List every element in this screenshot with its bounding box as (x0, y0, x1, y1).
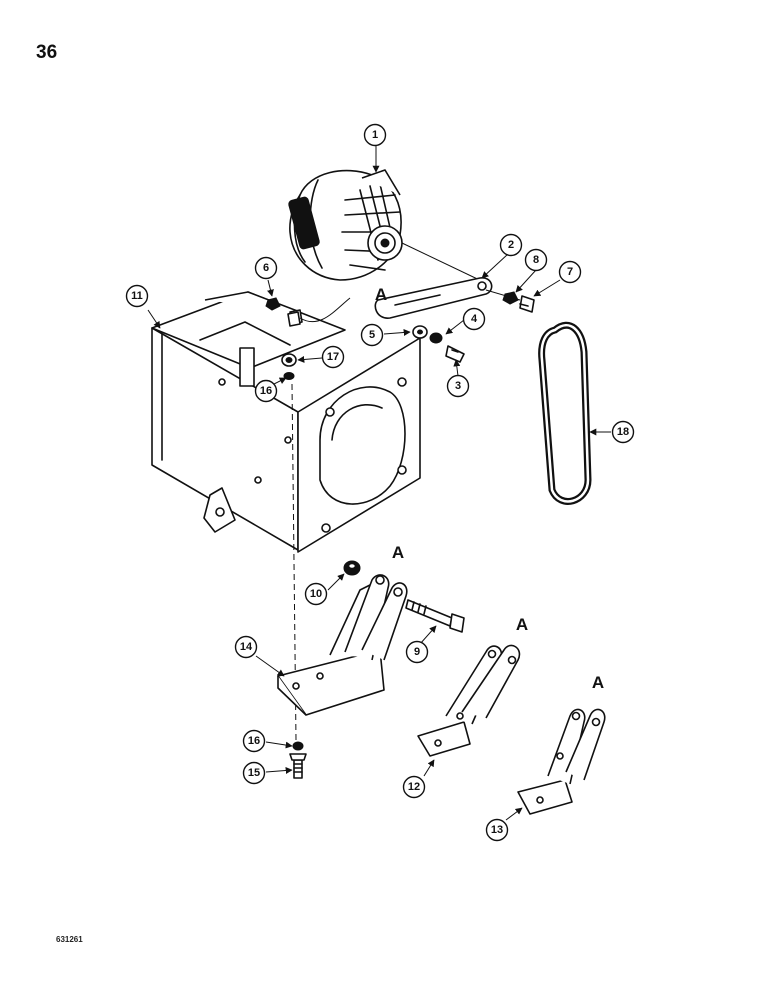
svg-text:14: 14 (240, 641, 253, 653)
svg-text:4: 4 (471, 313, 478, 325)
svg-text:6: 6 (263, 262, 269, 274)
callout-17: 17 (321, 345, 345, 369)
callout-6: 6 (254, 256, 278, 280)
svg-text:12: 12 (408, 781, 420, 793)
callout-7: 7 (558, 260, 582, 284)
ref-letter-a-bracket-14: A (392, 543, 404, 562)
svg-text:5: 5 (369, 329, 375, 341)
svg-text:7: 7 (567, 266, 573, 278)
callout-5: 5 (360, 323, 384, 347)
callout-11: 11 (125, 284, 149, 308)
svg-text:15: 15 (248, 767, 260, 779)
ref-letter-a-bracket-13: A (592, 673, 604, 692)
callout-2: 2 (499, 233, 523, 257)
svg-text:9: 9 (414, 646, 420, 658)
bracket-12 (417, 644, 521, 757)
callout-16-upper: 16 (254, 379, 278, 403)
capscrew-7 (519, 295, 535, 313)
drive-belt (538, 321, 592, 505)
callout-12: 12 (402, 775, 426, 799)
adjusting-strap (374, 277, 521, 319)
callout-13: 13 (485, 818, 509, 842)
svg-text:10: 10 (310, 588, 322, 600)
svg-text:16: 16 (248, 735, 260, 747)
page-number: 36 (36, 42, 58, 63)
svg-text:2: 2 (508, 239, 514, 251)
callout-8: 8 (524, 248, 548, 272)
svg-text:13: 13 (491, 824, 503, 836)
bracket-13 (517, 708, 606, 815)
callout-9: 9 (405, 640, 429, 664)
clip-A (287, 297, 351, 327)
callout-4: 4 (462, 307, 486, 331)
mounting-bracket (151, 291, 421, 553)
leader-lines (147, 146, 611, 821)
nut-6 (265, 297, 281, 311)
washer-5 (412, 325, 428, 339)
svg-text:3: 3 (455, 380, 461, 392)
callout-15: 15 (242, 761, 266, 785)
callout-16-lower: 16 (242, 729, 266, 753)
capscrew-3 (445, 345, 465, 363)
bolt-9 (405, 599, 465, 633)
svg-text:16: 16 (260, 385, 272, 397)
nut-10 (343, 560, 361, 576)
svg-text:8: 8 (533, 254, 539, 266)
svg-text:17: 17 (327, 351, 339, 363)
svg-text:11: 11 (131, 290, 143, 302)
callout-1: 1 (363, 123, 387, 147)
callout-10: 10 (304, 582, 328, 606)
lower-bracket (277, 574, 408, 716)
washer-16-lower (292, 741, 304, 751)
washer-4 (429, 332, 443, 344)
callout-3: 3 (446, 374, 470, 398)
nut-8 (502, 291, 519, 305)
callout-14: 14 (234, 635, 258, 659)
svg-text:18: 18 (617, 426, 629, 438)
figure-code: 631261 (56, 935, 83, 944)
ref-letter-a-strap: A (375, 285, 387, 304)
svg-text:1: 1 (372, 129, 378, 141)
alternator (288, 169, 491, 286)
callout-18: 18 (611, 420, 635, 444)
capscrew-15 (289, 753, 307, 779)
nut-17 (281, 353, 297, 367)
ref-letter-a-bracket-12: A (516, 615, 528, 634)
